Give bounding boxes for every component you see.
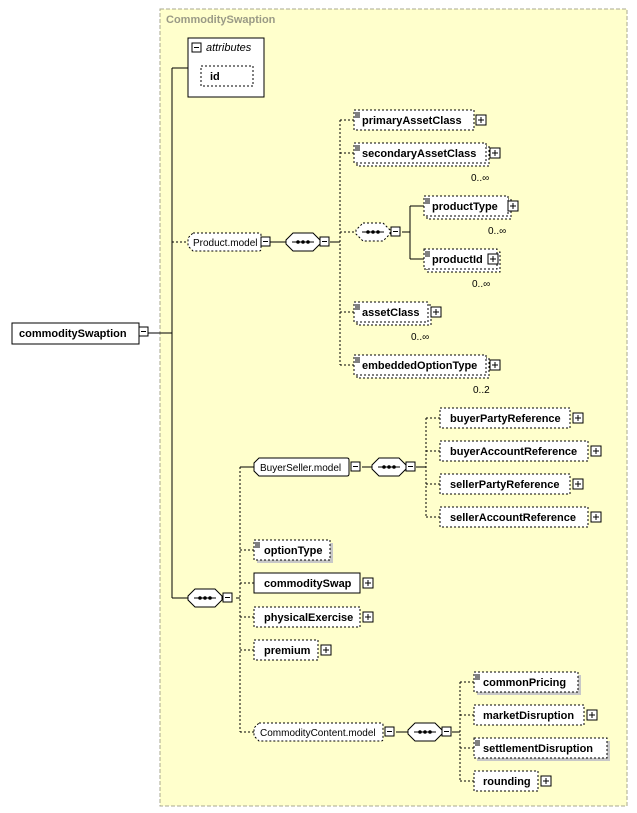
svg-text:Product.model: Product.model bbox=[193, 238, 257, 249]
buyer-seller-choice-compositor[interactable] bbox=[371, 457, 416, 477]
buyer-seller-model-group[interactable]: BuyerSeller.model bbox=[253, 457, 361, 477]
multiplicity: 0..∞ bbox=[472, 279, 490, 290]
settlement-disruption-element[interactable]: settlementDisruption bbox=[473, 737, 610, 761]
product-choice-compositor[interactable] bbox=[355, 222, 401, 242]
svg-text:premium: premium bbox=[264, 645, 311, 657]
attributes-box: attributes id bbox=[187, 37, 265, 98]
svg-text:assetClass: assetClass bbox=[362, 307, 420, 319]
multiplicity: 0..∞ bbox=[411, 332, 429, 343]
option-type-element[interactable]: optionType bbox=[253, 539, 333, 563]
svg-text:CommodityContent.model: CommodityContent.model bbox=[260, 728, 376, 739]
svg-text:rounding: rounding bbox=[483, 776, 531, 788]
product-model-group[interactable]: Product.model bbox=[187, 232, 271, 252]
multiplicity: 0..∞ bbox=[488, 226, 506, 237]
root-element[interactable]: commoditySwaption bbox=[11, 322, 149, 345]
primary-asset-class-element[interactable]: primaryAssetClass bbox=[353, 109, 487, 131]
svg-text:commoditySwaption: commoditySwaption bbox=[19, 328, 127, 340]
attributes-header: attributes bbox=[206, 42, 252, 54]
commodity-content-sequence-compositor[interactable] bbox=[407, 722, 452, 742]
physical-exercise-element[interactable]: physicalExercise bbox=[253, 606, 374, 628]
svg-text:physicalExercise: physicalExercise bbox=[264, 612, 353, 624]
main-sequence-compositor[interactable] bbox=[187, 588, 233, 608]
svg-text:settlementDisruption: settlementDisruption bbox=[483, 743, 593, 755]
svg-text:commoditySwap: commoditySwap bbox=[264, 578, 352, 590]
embedded-option-type-element[interactable]: embeddedOptionType 0..2 bbox=[353, 354, 501, 396]
seller-party-reference-element[interactable]: sellerPartyReference bbox=[439, 473, 584, 495]
attribute-id-box bbox=[200, 65, 254, 87]
common-pricing-element[interactable]: commonPricing bbox=[473, 671, 581, 695]
type-title: CommoditySwaption bbox=[166, 14, 276, 26]
premium-element[interactable]: premium bbox=[253, 639, 332, 661]
svg-text:productId: productId bbox=[432, 254, 483, 266]
buyer-account-reference-element[interactable]: buyerAccountReference bbox=[439, 440, 602, 462]
secondary-asset-class-element[interactable]: secondaryAssetClass 0..∞ bbox=[353, 142, 501, 184]
market-disruption-element[interactable]: marketDisruption bbox=[473, 704, 598, 726]
svg-text:primaryAssetClass: primaryAssetClass bbox=[362, 115, 462, 127]
collapse-icon[interactable] bbox=[138, 326, 149, 337]
multiplicity: 0..2 bbox=[473, 385, 490, 396]
rounding-element[interactable]: rounding bbox=[473, 770, 552, 792]
svg-text:marketDisruption: marketDisruption bbox=[483, 710, 574, 722]
attribute-id: id bbox=[210, 71, 220, 83]
svg-text:sellerPartyReference: sellerPartyReference bbox=[450, 479, 559, 491]
svg-text:secondaryAssetClass: secondaryAssetClass bbox=[362, 148, 476, 160]
svg-text:BuyerSeller.model: BuyerSeller.model bbox=[260, 463, 341, 474]
product-sequence-compositor[interactable] bbox=[285, 232, 330, 252]
commodity-content-model-group[interactable]: CommodityContent.model bbox=[253, 722, 395, 742]
product-type-element[interactable]: productType 0..∞ bbox=[423, 195, 519, 237]
svg-text:commonPricing: commonPricing bbox=[483, 677, 566, 689]
svg-text:buyerPartyReference: buyerPartyReference bbox=[450, 413, 561, 425]
commodity-swap-element[interactable]: commoditySwap bbox=[253, 572, 374, 594]
multiplicity: 0..∞ bbox=[471, 173, 489, 184]
svg-text:embeddedOptionType: embeddedOptionType bbox=[362, 360, 477, 372]
product-id-element[interactable]: productId 0..∞ bbox=[423, 248, 501, 290]
svg-text:productType: productType bbox=[432, 201, 498, 213]
attributes-collapse-icon[interactable] bbox=[191, 42, 202, 53]
svg-text:sellerAccountReference: sellerAccountReference bbox=[450, 512, 576, 524]
svg-text:optionType: optionType bbox=[264, 545, 322, 557]
buyer-party-reference-element[interactable]: buyerPartyReference bbox=[439, 407, 584, 429]
asset-class-element[interactable]: assetClass 0..∞ bbox=[353, 301, 442, 343]
seller-account-reference-element[interactable]: sellerAccountReference bbox=[439, 506, 602, 528]
svg-text:buyerAccountReference: buyerAccountReference bbox=[450, 446, 577, 458]
